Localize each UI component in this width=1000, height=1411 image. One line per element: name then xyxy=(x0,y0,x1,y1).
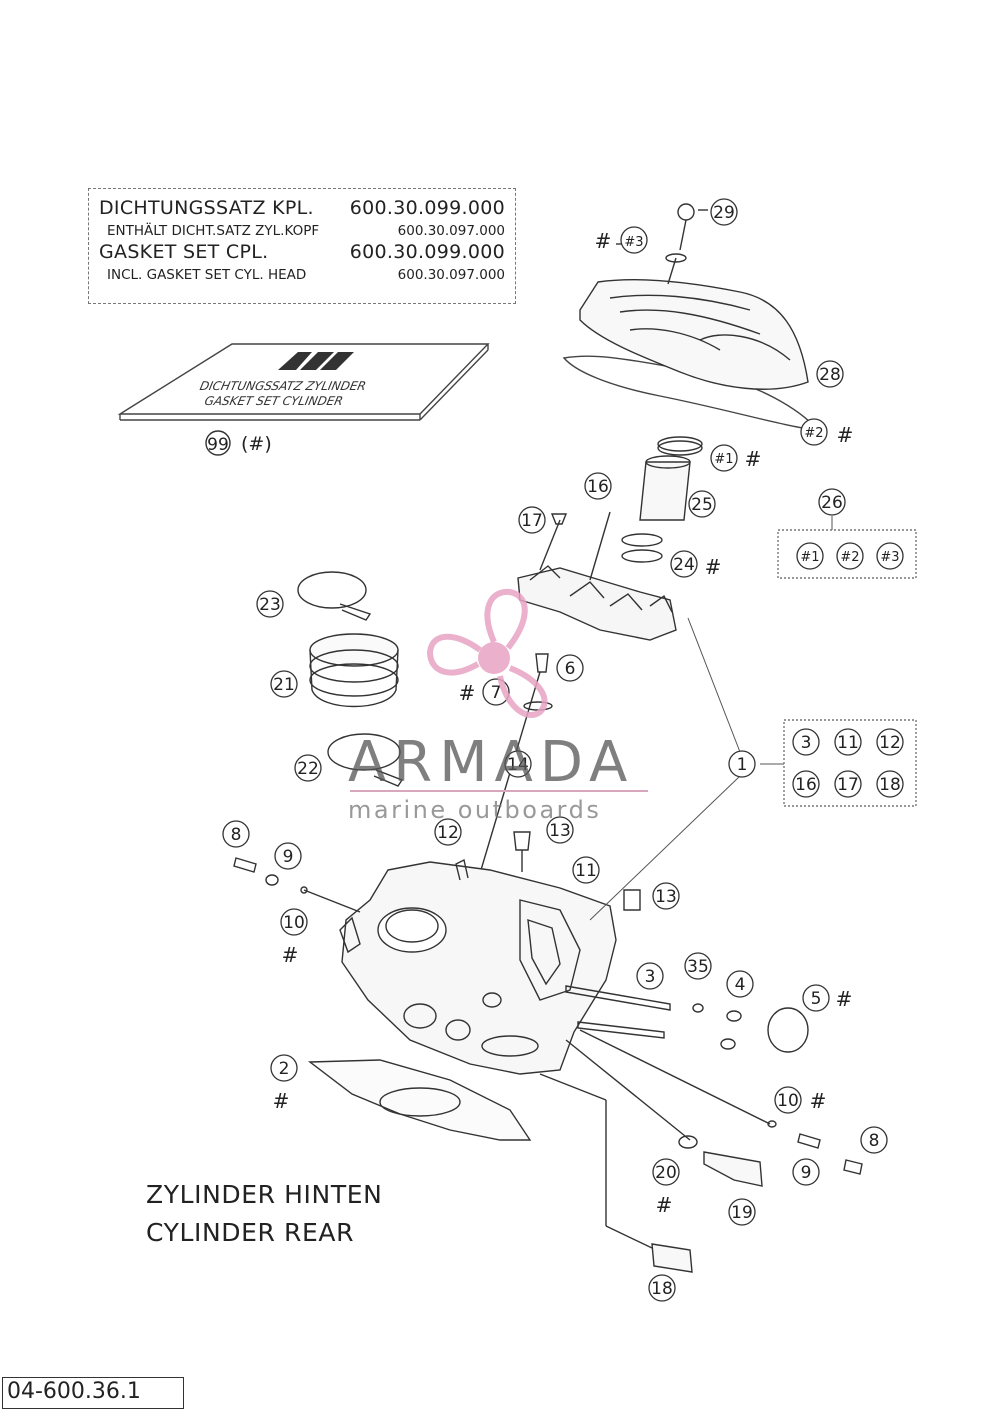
callout-13b: 13 xyxy=(655,887,677,907)
callout-19: 19 xyxy=(731,1203,753,1223)
callout-5: 5 xyxy=(811,989,822,1009)
watermark-title: ARMADA xyxy=(348,730,635,795)
head-gasket xyxy=(308,1059,532,1141)
callout-99-suffix: (#) xyxy=(241,433,272,455)
callout-9b: 9 xyxy=(801,1163,812,1183)
callout-17b: 17 xyxy=(837,775,859,795)
gasket-line-4: INCL. GASKET SET CYL. HEAD 600.30.097.00… xyxy=(107,267,505,283)
hash-mark: # xyxy=(810,1089,827,1113)
hash-mark: # xyxy=(836,987,853,1011)
callout-24: 24 xyxy=(673,555,695,575)
callout-7: 7 xyxy=(491,683,502,703)
callout-2: 2 xyxy=(279,1059,290,1079)
gasket-line-3-number: 600.30.099.000 xyxy=(349,241,505,263)
callout-11: 11 xyxy=(575,861,597,881)
callout-28: 28 xyxy=(819,365,841,385)
caption-line-2: CYLINDER REAR xyxy=(146,1218,355,1247)
cylinder-head xyxy=(339,858,617,1075)
callout-s1b: #1 xyxy=(800,550,819,565)
hash-mark: # xyxy=(705,555,722,579)
gasket-line-4-number: 600.30.097.000 xyxy=(397,267,505,283)
callout-99: 99 xyxy=(207,435,229,455)
callout-3: 3 xyxy=(645,967,656,987)
hash-mark: # xyxy=(837,423,854,447)
callout-20: 20 xyxy=(655,1163,677,1183)
camshaft-carrier xyxy=(517,511,677,641)
gasket-line-2: ENTHÄLT DICHT.SATZ ZYL.KOPF 600.30.097.0… xyxy=(107,223,505,239)
callout-16: 16 xyxy=(587,477,609,497)
callout-circle-99 xyxy=(205,430,231,456)
gasket-set-box: DICHTUNGSSATZ KPL. 600.30.099.000 ENTHÄL… xyxy=(88,188,516,304)
callout-11b: 11 xyxy=(837,733,859,753)
gasket-line-1-label: DICHTUNGSSATZ KPL. xyxy=(99,197,314,219)
callout-9a: 9 xyxy=(283,847,294,867)
callout-circles xyxy=(222,198,904,1302)
callout-12: 12 xyxy=(437,823,459,843)
callout-8b: 8 xyxy=(869,1131,880,1151)
callout-23: 23 xyxy=(259,595,281,615)
studs-and-bolts xyxy=(233,857,863,1273)
valve-cover-group xyxy=(562,203,820,431)
gasket-line-3-label: GASKET SET CPL. xyxy=(99,241,269,263)
callout-10a: 10 xyxy=(283,913,305,933)
callout-14: 14 xyxy=(507,755,529,775)
leader-lines xyxy=(589,516,833,921)
callout-17: 17 xyxy=(521,511,543,531)
kit-card-line-1: DICHTUNGSSATZ ZYLINDER xyxy=(199,379,368,393)
callout-1: 1 xyxy=(737,755,748,775)
plug-seal-group xyxy=(621,436,703,563)
callout-26: 26 xyxy=(821,493,843,513)
ktm-logo xyxy=(278,352,354,370)
watermark-subtitle: marine outboards xyxy=(348,796,602,824)
hash-mark: # xyxy=(656,1193,673,1217)
kit-card-line-2: GASKET SET CYLINDER xyxy=(203,394,344,408)
callout-16b: 16 xyxy=(795,775,817,795)
gasket-line-1: DICHTUNGSSATZ KPL. 600.30.099.000 xyxy=(99,197,505,219)
hash-mark: # xyxy=(282,943,299,967)
callout-4: 4 xyxy=(735,975,746,995)
callout-s2: #2 xyxy=(804,426,823,441)
intake-hose-group xyxy=(297,571,404,787)
callout-s3b: #3 xyxy=(880,550,899,565)
carrier-kit-box xyxy=(783,719,917,807)
hash-marks: # # # # # # # # # # xyxy=(273,229,854,1217)
callout-s1: #1 xyxy=(714,452,733,467)
gasket-line-4-label: INCL. GASKET SET CYL. HEAD xyxy=(107,267,307,283)
hash-mark: # xyxy=(273,1089,290,1113)
gasket-kit-card: DICHTUNGSSATZ ZYLINDER GASKET SET CYLIND… xyxy=(117,343,490,456)
callout-6: 6 xyxy=(565,659,576,679)
callout-18: 18 xyxy=(651,1279,673,1299)
caption-line-1: ZYLINDER HINTEN xyxy=(146,1180,383,1209)
armada-propeller-icon xyxy=(426,588,548,718)
callout-12b: 12 xyxy=(879,733,901,753)
callout-35: 35 xyxy=(687,957,709,977)
callout-13a: 13 xyxy=(549,821,571,841)
watermark-divider xyxy=(350,790,648,792)
hash-mark: # xyxy=(595,229,612,253)
callout-s2b: #2 xyxy=(840,550,859,565)
valve-parts xyxy=(477,653,641,911)
callout-22: 22 xyxy=(297,759,319,779)
callout-s3: #3 xyxy=(624,235,643,250)
callout-25: 25 xyxy=(691,495,713,515)
hash-mark: # xyxy=(459,681,476,705)
gasket-line-1-number: 600.30.099.000 xyxy=(349,197,505,219)
callout-10b: 10 xyxy=(777,1091,799,1111)
gasket-line-2-number: 600.30.097.000 xyxy=(397,223,505,239)
gasket-line-2-label: ENTHÄLT DICHT.SATZ ZYL.KOPF xyxy=(107,223,320,239)
document-number: 04-600.36.1 xyxy=(2,1377,184,1409)
gasket-line-3: GASKET SET CPL. 600.30.099.000 xyxy=(99,241,505,263)
callout-3b: 3 xyxy=(801,733,812,753)
callout-29: 29 xyxy=(713,203,735,223)
callout-8a: 8 xyxy=(231,825,242,845)
callout-21: 21 xyxy=(273,675,295,695)
gasket-pack-box xyxy=(777,529,917,579)
callout-labels: 29 #3 28 #2 #1 16 17 25 26 24 #1 #2 #3 2… xyxy=(231,203,901,1299)
callout-18b: 18 xyxy=(879,775,901,795)
hash-mark: # xyxy=(745,447,762,471)
